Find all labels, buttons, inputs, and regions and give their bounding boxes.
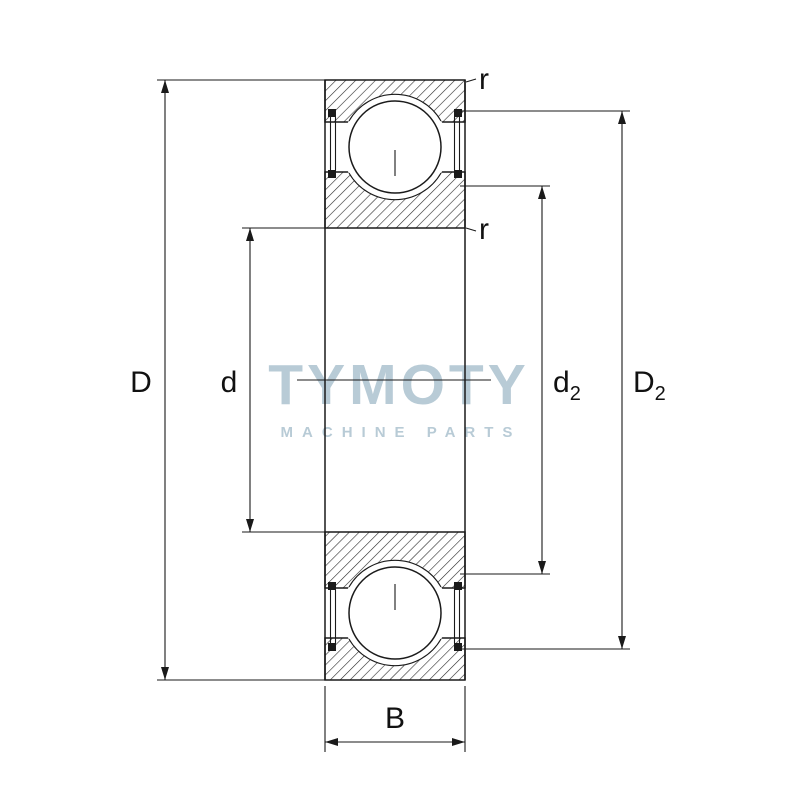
dim-label-recess-inner: d2: [553, 366, 581, 405]
dim-label-bore-diameter: d: [221, 366, 238, 399]
arrow-down-icon: [618, 636, 626, 649]
arrow-up-icon: [246, 228, 254, 241]
dim-label-base: d: [553, 366, 570, 399]
dimension-outer-diameter: D: [130, 79, 325, 681]
shield-seat-square: [454, 170, 462, 178]
inner-raceway-arc-bottom: [348, 559, 442, 588]
bearing-bottom-section: [324, 531, 466, 681]
shield-seat-square: [328, 109, 336, 117]
ball-top: [348, 100, 442, 194]
arrow-right-icon: [452, 738, 465, 746]
arrow-up-icon: [538, 186, 546, 199]
leader-line: [465, 78, 477, 83]
dimension-recess-inner: d2: [460, 185, 581, 575]
dimension-bore-diameter: d: [221, 227, 325, 533]
bearing-section: [324, 79, 466, 681]
shield-seat-square: [454, 643, 462, 651]
arrow-left-icon: [325, 738, 338, 746]
shield-seat-square: [328, 643, 336, 651]
dim-label-recess-outer: D2: [633, 366, 666, 405]
inner-raceway-arc-top: [348, 172, 442, 201]
arrow-down-icon: [538, 561, 546, 574]
outer-raceway-arc-bottom: [348, 638, 442, 667]
shield-right-top: [453, 109, 462, 178]
shield-seat-square: [454, 109, 462, 117]
shield-seat-square: [328, 582, 336, 590]
shield-left-bottom: [328, 582, 337, 651]
watermark-subtitle: MACHINE PARTS: [281, 424, 522, 441]
bearing-top-section: [324, 79, 466, 229]
outer-raceway-arc-top: [348, 93, 442, 122]
shield-seat-square: [454, 582, 462, 590]
dim-label-outer-diameter: D: [130, 366, 152, 399]
shield-left-top: [328, 109, 337, 178]
dim-label-base: D: [633, 366, 655, 399]
dim-label-chamfer-outer: r: [479, 63, 489, 96]
dimension-recess-outer: D2: [460, 110, 666, 650]
dim-label-sub: 2: [570, 383, 581, 405]
shield-right-bottom: [453, 582, 462, 651]
arrow-up-icon: [618, 111, 626, 124]
chamfer-label-inner: r: [465, 213, 489, 246]
ball-bottom: [348, 566, 442, 660]
arrow-down-icon: [246, 519, 254, 532]
arrow-up-icon: [161, 80, 169, 93]
dim-label-width: B: [385, 702, 405, 735]
watermark-title: TYMOTY: [268, 353, 530, 417]
shield-seat-square: [328, 170, 336, 178]
arrow-down-icon: [161, 667, 169, 680]
dim-label-sub: 2: [655, 383, 666, 405]
chamfer-label-outer: r: [465, 63, 489, 96]
watermark: TYMOTY MACHINE PARTS: [268, 353, 530, 441]
dimension-width: B: [324, 686, 466, 752]
leader-line: [465, 227, 477, 232]
dim-label-chamfer-inner: r: [479, 213, 489, 246]
